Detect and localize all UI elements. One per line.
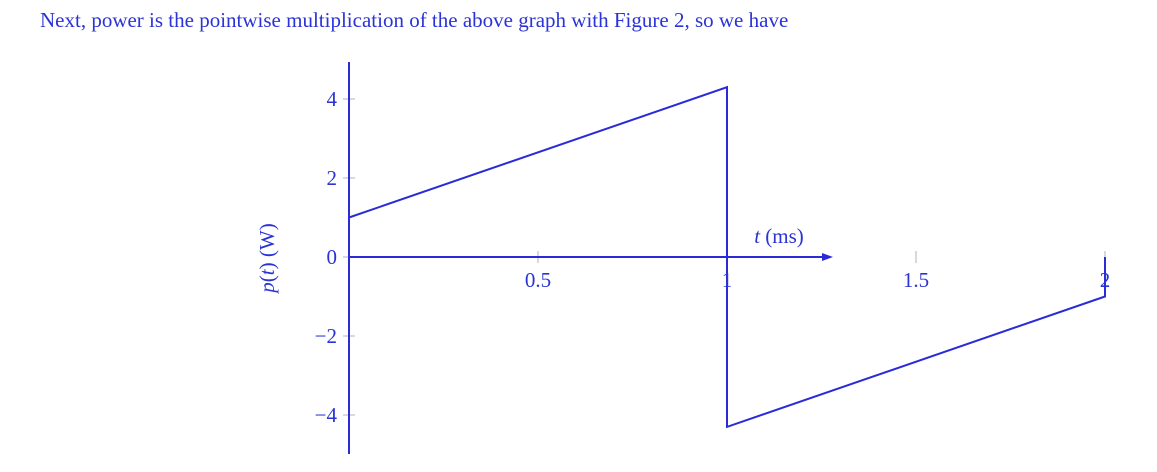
x-tick-label: 0.5 xyxy=(525,268,551,292)
intro-text: Next, power is the pointwise multiplicat… xyxy=(40,8,789,32)
x-tick-label: 2 xyxy=(1100,268,1111,292)
y-tick-label: −2 xyxy=(315,324,337,348)
y-tick-label: 2 xyxy=(327,166,338,190)
power-series-line xyxy=(348,85,1106,429)
x-axis-arrow xyxy=(822,253,833,261)
y-tick-label: −4 xyxy=(315,403,338,427)
axes-group xyxy=(348,62,833,454)
x-axis-label: t (ms) xyxy=(754,224,804,248)
y-tick-label: 0 xyxy=(327,245,338,269)
y-tick-label: 4 xyxy=(327,87,338,111)
series-group xyxy=(348,85,1106,429)
y-axis-label: p(t) (W) xyxy=(255,223,279,294)
x-tick-label: 1.5 xyxy=(903,268,929,292)
x-tick-label: 1 xyxy=(722,268,733,292)
